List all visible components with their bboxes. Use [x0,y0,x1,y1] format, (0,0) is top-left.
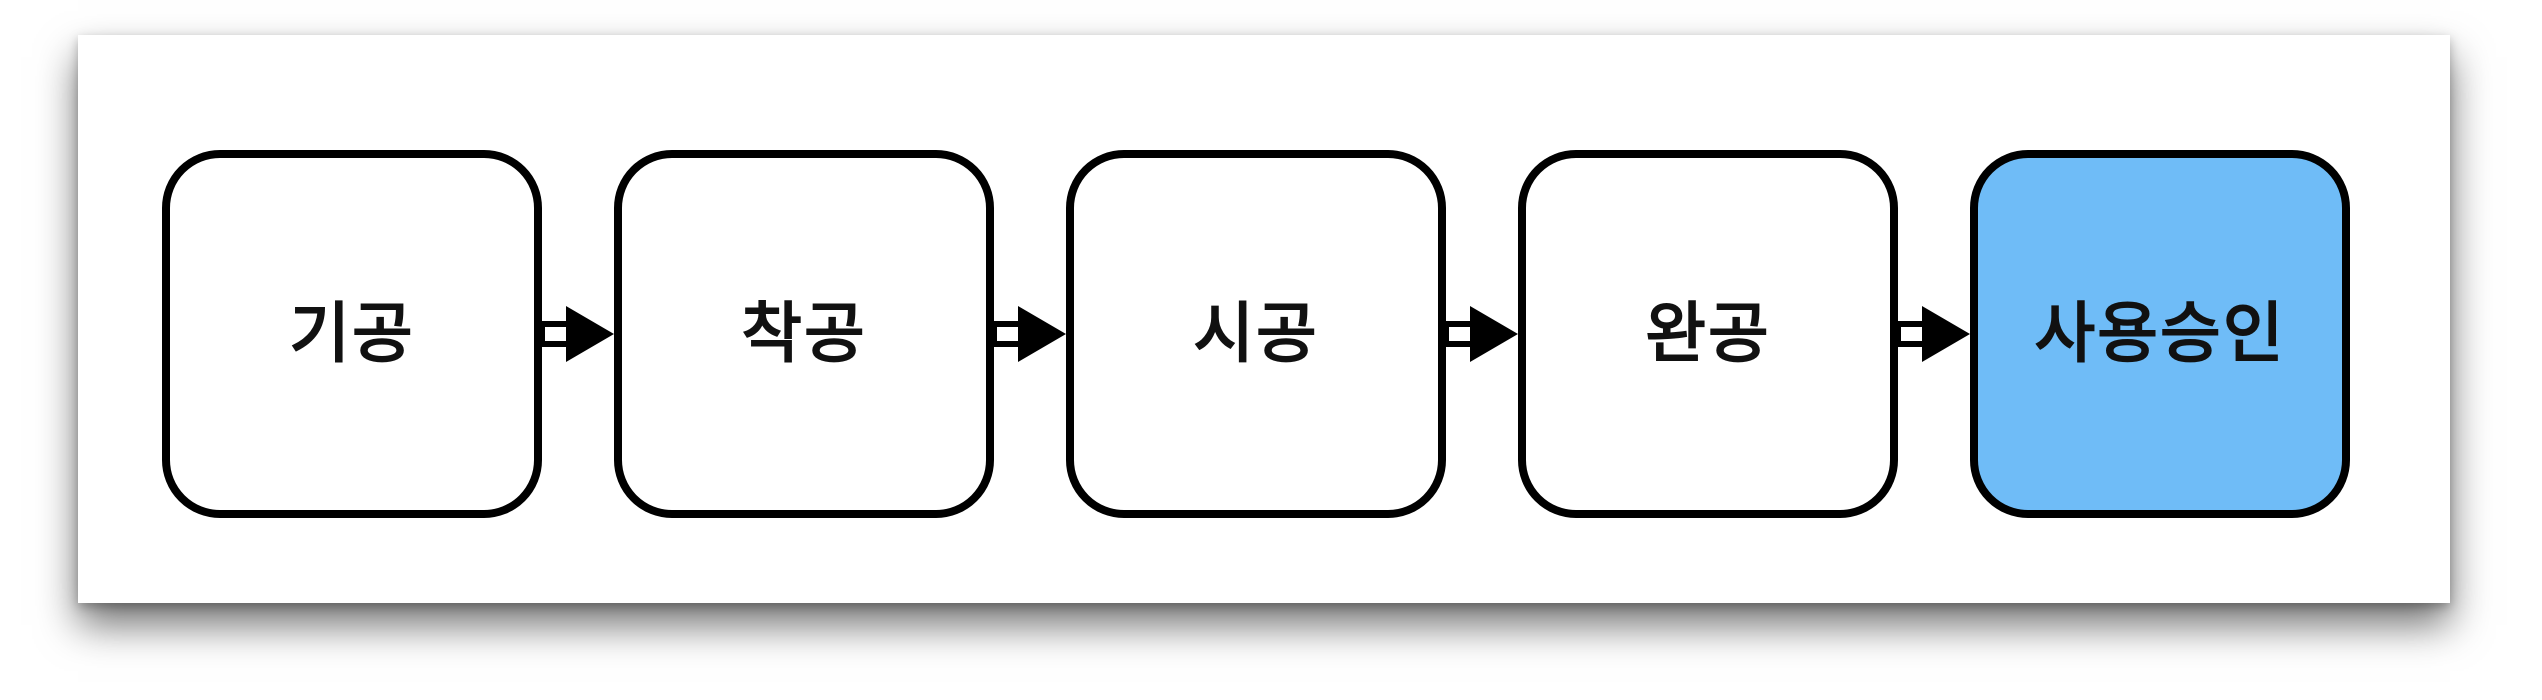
step-label-5: 사용승인 [2034,295,2286,372]
arrow-3 [1446,302,1518,366]
arrow-1 [542,302,614,366]
arrow-2 [994,302,1066,366]
step-box-5-active: 사용승인 [1970,150,2350,518]
step-box-2: 착공 [614,150,994,518]
step-label-1: 기공 [289,295,415,372]
step-box-3: 시공 [1066,150,1446,518]
arrow-4 [1898,302,1970,366]
step-label-3: 시공 [1193,295,1319,372]
step-label-2: 착공 [741,295,867,372]
step-box-1: 기공 [162,150,542,518]
step-label-4: 완공 [1645,295,1771,372]
step-box-4: 완공 [1518,150,1898,518]
